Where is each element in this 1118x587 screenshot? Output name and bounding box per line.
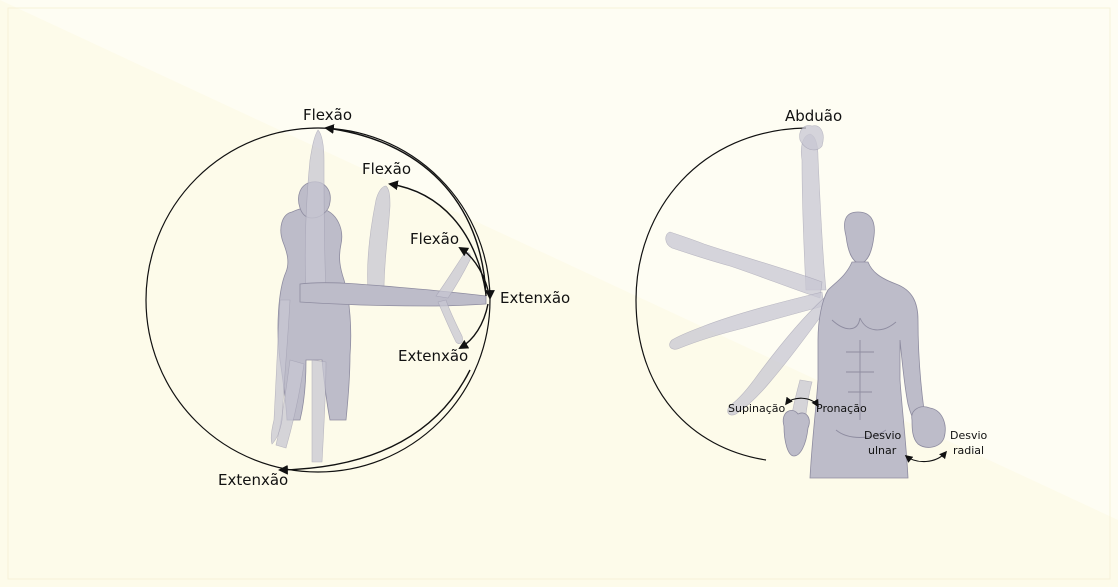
label-radial-deviation-line1: Desvio <box>950 429 988 442</box>
label-wrist-extension-side: Extenxão <box>500 289 570 307</box>
label-ulnar-deviation-line1: Desvio <box>864 429 902 442</box>
label-wrist-extension-bottom: Extenxão <box>398 347 468 365</box>
label-shoulder-extension: Extenxão <box>218 471 288 489</box>
label-abduction: Abduão <box>785 107 842 125</box>
label-ulnar-deviation-line2: ulnar <box>868 444 897 457</box>
label-pronation: Pronação <box>816 402 867 415</box>
label-elbow-flexion: Flexão <box>362 160 411 178</box>
label-wrist-flexion: Flexão <box>410 230 459 248</box>
label-shoulder-flexion: Flexão <box>303 106 352 124</box>
label-supination: Supinação <box>728 402 785 415</box>
label-radial-deviation-line2: radial <box>953 444 984 457</box>
